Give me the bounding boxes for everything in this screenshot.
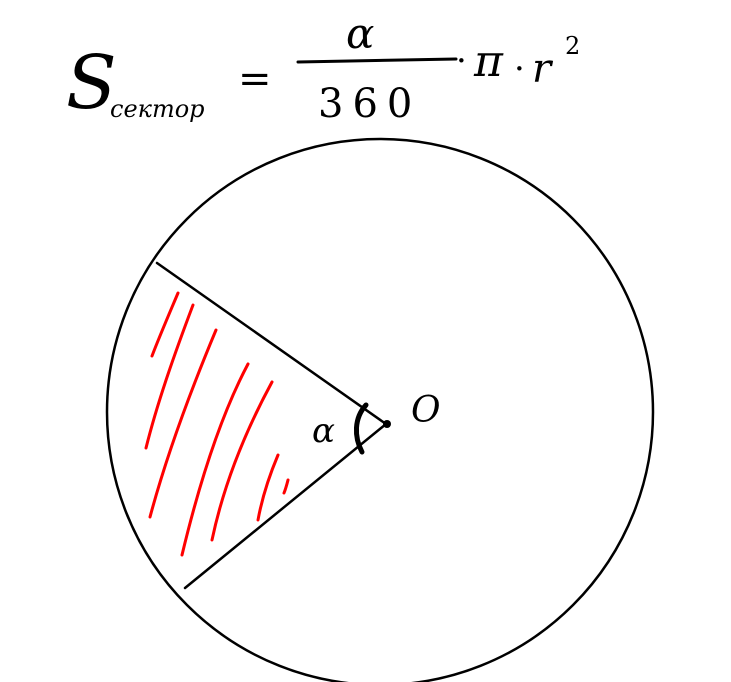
hatch-stroke [256,453,280,522]
hatch-stroke [210,380,274,542]
circle-outline [105,137,655,682]
sector-upper-radius [155,261,388,426]
center-point [383,420,391,428]
formula-numerator-alpha: α [346,9,374,58]
formula-denominator: 360 [318,81,421,127]
hatch-stroke [148,328,218,519]
formula-pi: π [473,36,504,87]
hatch-stroke [282,478,290,495]
formula-exponent: 2 [565,32,580,60]
hatch-stroke [180,362,250,557]
formula-area-symbol: S [66,40,117,126]
angle-label: α [312,411,335,451]
sector-lower-radius [183,422,388,590]
formula-multiply-dot-2: · [514,49,525,89]
formula-area-subscript: сектор [110,95,205,123]
hatch-stroke [150,291,180,358]
hatch-stroke [144,303,195,450]
sector-hatching [144,291,290,557]
center-label: O [411,390,441,431]
formula-multiply-dot-1: · [456,41,467,81]
formula-fraction-bar [296,57,458,64]
angle-arc-marker [354,402,369,455]
sector-area-formula: S сектор = α 360 · π · r 2 [66,9,580,127]
formula-equals-sign: = [238,56,272,102]
formula-radius: r [532,46,554,92]
